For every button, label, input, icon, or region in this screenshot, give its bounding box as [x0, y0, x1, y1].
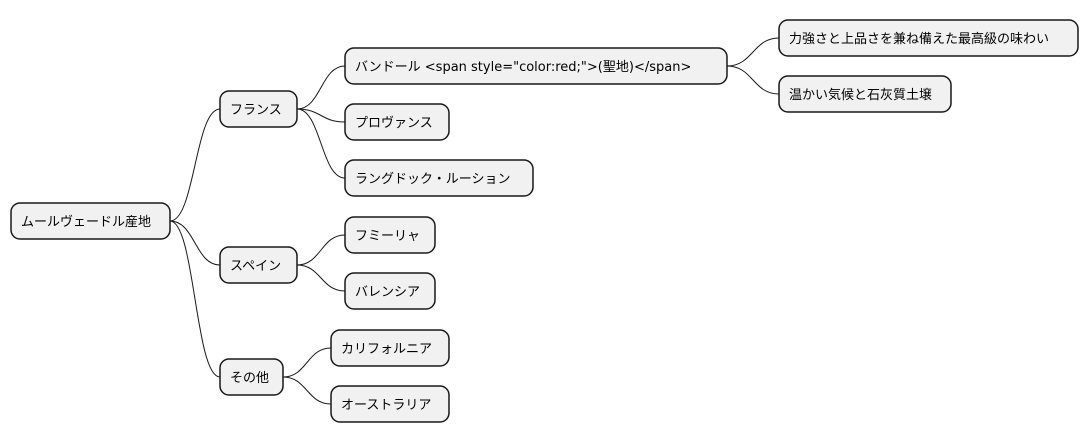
- edge-root-france: [169, 108, 221, 222]
- node-label-provence: プロヴァンス: [355, 115, 433, 131]
- edge-france-bandol: [296, 65, 346, 110]
- node-label-spain: スペイン: [230, 259, 281, 274]
- edge-bandol-bandol-climate: [726, 65, 780, 95]
- node-label-california: カリフォルニア: [341, 342, 432, 357]
- node-label-france: フランス: [230, 103, 282, 118]
- edge-france-provence: [296, 108, 346, 123]
- node-france: フランス: [219, 90, 298, 128]
- edge-root-spain: [169, 220, 221, 266]
- node-label-bandol-climate: 温かい気候と石灰質土壌: [789, 87, 932, 103]
- edge-spain-jumilla: [296, 234, 346, 266]
- node-bandol-taste: 力強さと上品さを兼ね備えた最高級の味わい: [778, 19, 1079, 57]
- node-bandol-climate: 温かい気候と石灰質土壌: [778, 75, 952, 113]
- node-australia: オーストラリア: [330, 385, 450, 423]
- node-label-root: ムールヴェードル産地: [21, 214, 151, 230]
- node-other: その他: [219, 358, 284, 396]
- node-valencia: バレンシア: [344, 272, 436, 310]
- node-languedoc: ラングドック・ルーション: [344, 159, 534, 197]
- edge-root-other: [169, 220, 221, 378]
- node-label-australia: オーストラリア: [341, 398, 431, 413]
- edge-france-languedoc: [296, 108, 346, 179]
- edge-spain-valencia: [296, 264, 346, 292]
- mindmap-edges: [169, 37, 780, 405]
- edge-other-california: [282, 347, 332, 378]
- node-california: カリフォルニア: [330, 329, 450, 367]
- edge-other-australia: [282, 376, 332, 405]
- node-jumilla: フミーリャ: [344, 216, 436, 254]
- node-bandol: バンドール <span style="color:red;">(聖地)</spa…: [344, 47, 728, 85]
- node-label-languedoc: ラングドック・ルーション: [355, 172, 510, 187]
- node-label-bandol: バンドール <span style="color:red;">(聖地)</spa…: [355, 60, 691, 75]
- node-provence: プロヴァンス: [344, 103, 450, 141]
- node-spain: スペイン: [219, 246, 298, 284]
- node-root: ムールヴェードル産地: [10, 202, 171, 240]
- node-label-valencia: バレンシア: [355, 285, 420, 300]
- node-label-other: その他: [230, 371, 269, 386]
- node-label-jumilla: フミーリャ: [355, 229, 420, 244]
- edge-bandol-bandol-taste: [726, 37, 780, 67]
- node-label-bandol-taste: 力強さと上品さを兼ね備えた最高級の味わい: [789, 31, 1049, 47]
